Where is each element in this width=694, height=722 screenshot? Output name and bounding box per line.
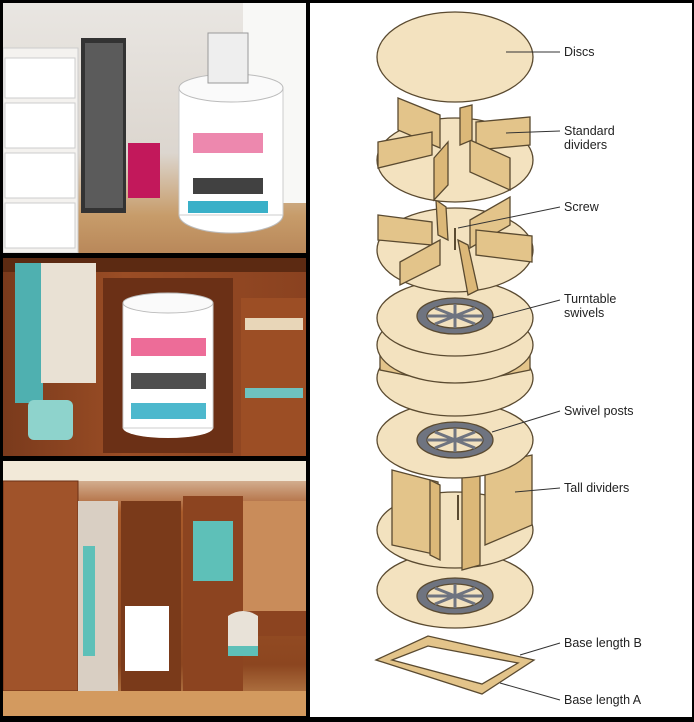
standard-divider — [475, 116, 531, 151]
label-tall-dividers: Tall dividers — [564, 481, 629, 495]
label-screw: Screw — [564, 200, 600, 214]
tall-divider — [461, 469, 481, 571]
label-base-length-b: Base length B — [564, 636, 642, 650]
closet-photo-3-art — [3, 461, 306, 716]
label-swivel-posts: Swivel posts — [564, 404, 633, 418]
leader-lines — [457, 51, 561, 701]
label-standard-dividers-line2: dividers — [564, 138, 607, 152]
label-standard-dividers-line1: Standard — [564, 124, 615, 138]
standard-divider — [459, 104, 473, 146]
standard-divider — [475, 229, 533, 263]
label-base-length-a: Base length A — [564, 693, 642, 707]
closet-photo-2-art — [3, 258, 306, 456]
closet-photo-corner-room — [3, 461, 306, 716]
label-turntable-swivels-line1: Turntable — [564, 292, 616, 306]
standard-divider — [469, 138, 511, 192]
standard-divider — [377, 131, 433, 169]
turntable-swivel-middle — [416, 421, 494, 459]
base-frame — [374, 635, 536, 695]
standard-divider — [435, 198, 449, 242]
diagram-svg: Discs Standard dividers Screw Turntable … — [374, 11, 642, 707]
closet-photo-1-art — [3, 3, 306, 253]
label-turntable-swivels-line2: swivels — [564, 306, 604, 320]
tall-divider — [429, 478, 441, 562]
turntable-swivel-bottom — [416, 577, 494, 615]
turntable-swivel-top — [416, 297, 494, 335]
closet-photo-wood-cabinets — [3, 258, 306, 456]
closet-photo-white-drawers — [3, 3, 306, 253]
label-discs: Discs — [564, 45, 595, 59]
disc-top — [376, 11, 534, 103]
standard-divider — [399, 238, 441, 287]
standard-divider — [433, 140, 449, 202]
standard-divider — [457, 238, 479, 296]
exploded-assembly-diagram: Discs Standard dividers Screw Turntable … — [310, 3, 692, 717]
